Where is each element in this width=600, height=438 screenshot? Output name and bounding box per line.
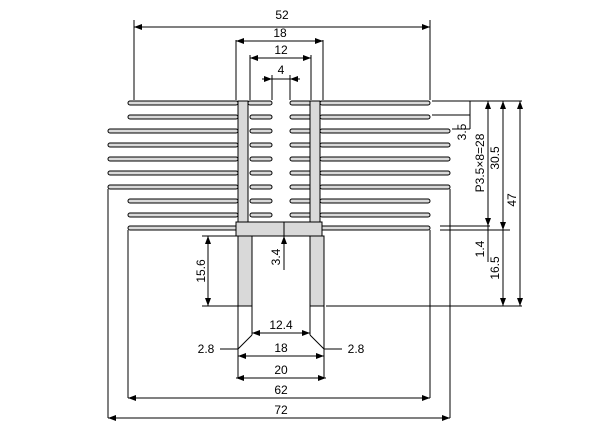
dim-fin-series: P3.5×8=28 — [473, 101, 491, 226]
dim-1-4: 1.4 — [473, 226, 489, 262]
dim-16-5: 16.5 — [488, 230, 506, 306]
dim-2-8-left: 2.8 — [198, 334, 253, 356]
dim-label-3-5: 3.5 — [455, 123, 469, 140]
dim-18-top: 18 — [235, 26, 324, 100]
dim-12-4: 12.4 — [252, 318, 310, 336]
dim-12: 12 — [249, 43, 312, 100]
dim-label-4: 4 — [278, 63, 285, 77]
inner-fins — [247, 100, 315, 218]
dim-label-3-4: 3.4 — [269, 248, 283, 265]
dim-label-1-4: 1.4 — [473, 240, 487, 257]
dim-3-5: 3.5 — [455, 101, 471, 140]
dim-15-6: 15.6 — [194, 235, 238, 307]
dim-4: 4 — [262, 63, 300, 100]
fins-left — [107, 100, 239, 231]
dim-label-2-8-right: 2.8 — [348, 342, 365, 356]
dim-20: 20 — [236, 363, 326, 381]
dim-label-20: 20 — [274, 363, 288, 377]
dim-2-8-right: 2.8 — [309, 334, 365, 356]
dim-label-15-6: 15.6 — [194, 259, 208, 283]
dim-label-30-5: 30.5 — [488, 146, 502, 170]
dim-18-bottom: 18 — [238, 341, 324, 359]
dim-label-72: 72 — [274, 403, 288, 417]
dim-label-12-4: 12.4 — [269, 318, 293, 332]
dim-52: 52 — [133, 8, 431, 100]
dim-62: 62 — [128, 383, 430, 401]
dim-label-52: 52 — [275, 8, 289, 22]
dim-bottom-extension-lines — [107, 189, 451, 418]
dim-label-2-8-left: 2.8 — [198, 342, 215, 356]
dim-label-fin-series: P3.5×8=28 — [473, 133, 487, 192]
dim-right-extension-lines — [326, 100, 522, 307]
dim-47: 47 — [505, 101, 523, 306]
dim-30-5: 30.5 — [488, 101, 506, 230]
fins-right — [319, 100, 451, 231]
dim-label-16-5: 16.5 — [488, 256, 502, 280]
dim-label-18-top: 18 — [273, 26, 287, 40]
dim-label-47: 47 — [505, 193, 519, 207]
dim-72: 72 — [108, 403, 450, 421]
dim-label-12: 12 — [274, 43, 288, 57]
dim-3-4: 3.4 — [269, 236, 287, 270]
dim-label-18-bottom: 18 — [274, 341, 288, 355]
center-walls — [237, 100, 321, 231]
dim-label-62: 62 — [274, 383, 288, 397]
base-and-legs — [235, 221, 325, 307]
